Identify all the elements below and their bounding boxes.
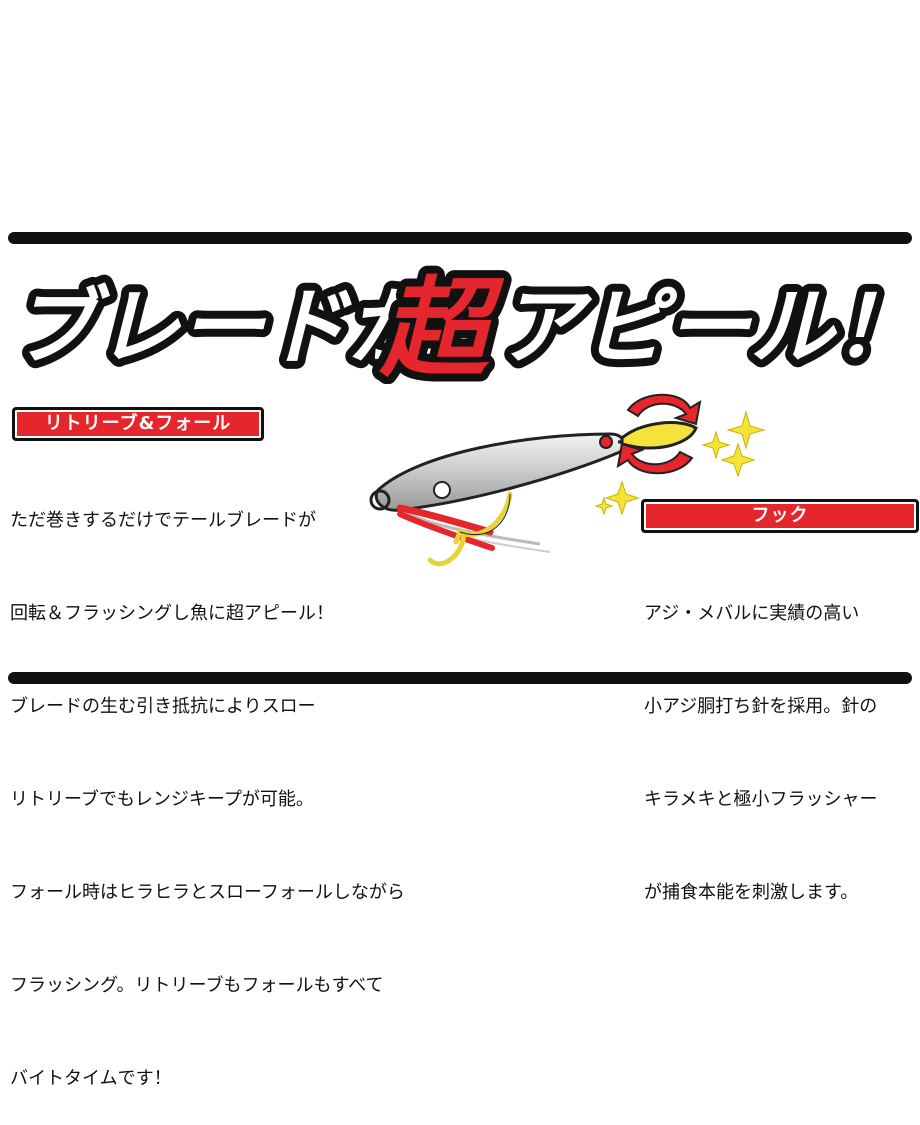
top-divider: [8, 232, 912, 244]
tail-blade-icon: [620, 421, 698, 450]
desc-line: リトリーブでもレンジキープが可能。: [10, 789, 314, 810]
desc-line: フラッシング。リトリーブもフォールもすべて: [10, 975, 384, 996]
hook-tag: フック: [641, 499, 919, 533]
retrieve-fall-tag: リトリーブ&フォール: [12, 407, 264, 441]
headline-emphasis: 超: [379, 267, 505, 384]
desc-line: ただ巻きするだけでテールブレードが: [10, 510, 316, 531]
rotation-arrows-icon: [616, 393, 702, 475]
sparkle-icon: [594, 410, 766, 516]
desc-line: アジ・メバルに実績の高い: [644, 603, 860, 624]
desc-line: フォール時はヒラヒラとスローフォールしながら: [10, 882, 405, 903]
headline: ブレードが 超 アピール！: [0, 262, 920, 384]
desc-line: ブレードの生む引き抵抗によりスロー: [10, 696, 316, 717]
desc-line: 小アジ胴打ち針を採用。針の: [644, 696, 878, 717]
bottom-divider: [8, 672, 912, 684]
lure-illustration: [360, 382, 770, 582]
headline-part1: ブレードが: [12, 278, 447, 376]
desc-line: 回転＆フラッシングし魚に超アピール！: [10, 603, 334, 624]
headline-part2: アピール！: [498, 278, 918, 376]
desc-line: が捕食本能を刺激します。: [644, 882, 859, 903]
desc-line: バイトタイムです！: [10, 1068, 172, 1089]
hook-description: アジ・メバルに実績の高い 小アジ胴打ち針を採用。針の キラメキと極小フラッシャー…: [644, 536, 916, 939]
desc-line: キラメキと極小フラッシャー: [644, 789, 878, 810]
